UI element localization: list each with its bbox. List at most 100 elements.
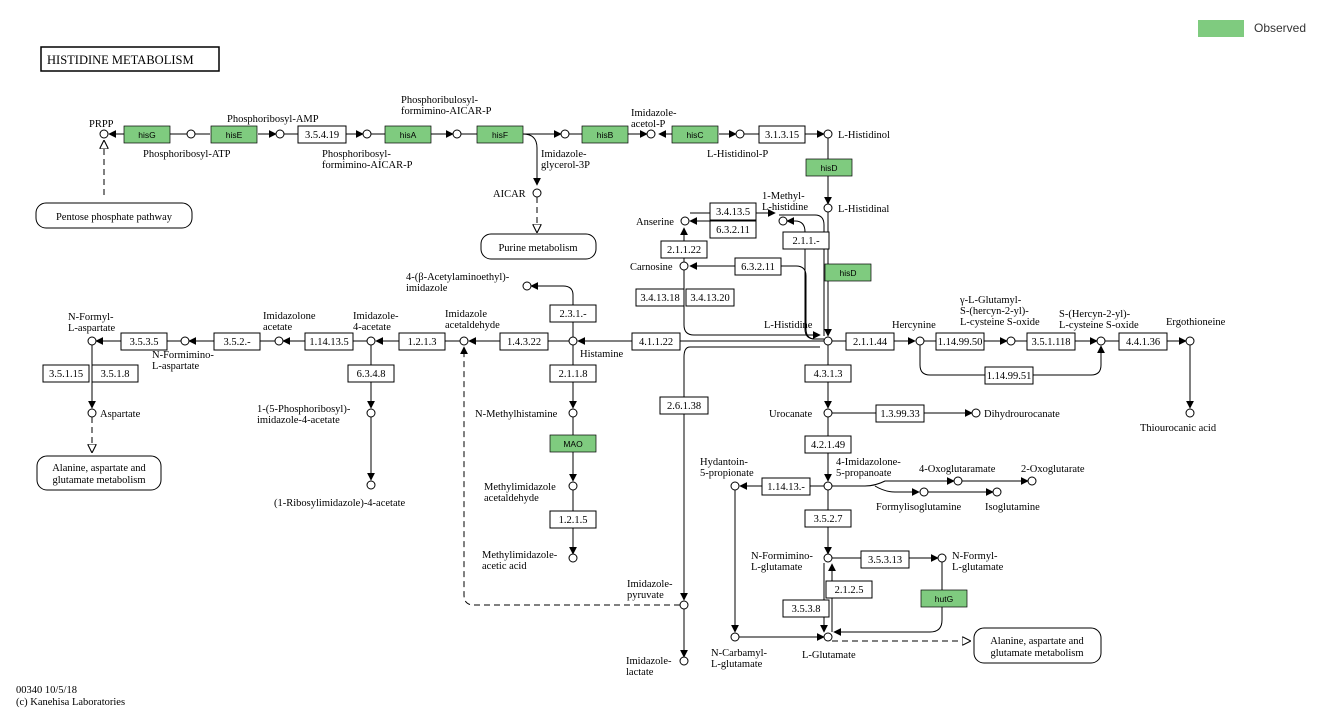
compound-aicar[interactable] [532, 188, 542, 198]
compound-imidazole-acetaldehyde[interactable] [459, 336, 469, 346]
compound-urocanate[interactable] [823, 408, 833, 418]
ec-2-1-1-44[interactable]: 2.1.1.44 [845, 332, 895, 351]
compound-prpp[interactable] [99, 129, 109, 139]
compound-histidinal[interactable] [823, 203, 833, 213]
ec-3-1-3-15[interactable]: 3.1.3.15 [758, 125, 806, 144]
compound-glutamate[interactable] [823, 632, 833, 642]
compound-formylisoglutamine[interactable] [919, 487, 929, 497]
compound-nodes [87, 129, 1195, 666]
ec-6-3-2-11-a[interactable]: 6.3.2.11 [709, 220, 757, 239]
ec-4-4-1-36[interactable]: 4.4.1.36 [1118, 332, 1168, 351]
compound-imidazole-lactate[interactable] [679, 656, 689, 666]
compound-hydantoin-propionate[interactable] [730, 481, 740, 491]
ec-1-2-1-3[interactable]: 1.2.1.3 [398, 332, 446, 351]
ec-6-3-4-8[interactable]: 6.3.4.8 [347, 364, 395, 383]
gene-hisB[interactable]: hisB [581, 125, 629, 144]
compound-dihydrourocanate[interactable] [971, 408, 981, 418]
compound-methylimidazole-acetaldehyde[interactable] [568, 481, 578, 491]
compound-phosphoribulosyl-formimino[interactable] [452, 129, 462, 139]
ec-3-4-13-5[interactable]: 3.4.13.5 [709, 202, 757, 221]
ec-4-1-1-22[interactable]: 4.1.1.22 [631, 332, 681, 351]
compound-imidazolone-propanoate[interactable] [823, 481, 833, 491]
ec-2-3-1-x[interactable]: 2.3.1.- [549, 304, 597, 323]
compound-imidazole-pyruvate[interactable] [679, 600, 689, 610]
ec-3-5-3-13[interactable]: 3.5.3.13 [860, 550, 910, 569]
compound-oxoglutarate[interactable] [1027, 476, 1037, 486]
compound-thiourocanic-acid[interactable] [1185, 408, 1195, 418]
map-link-alanine-aspartate-right[interactable]: Alanine, aspartate and glutamate metabol… [973, 627, 1102, 664]
compound-histidinol[interactable] [823, 129, 833, 139]
compound-histidine[interactable] [823, 336, 833, 346]
ec-1-3-99-33[interactable]: 1.3.99.33 [875, 404, 925, 423]
compound-formimino-glutamate[interactable] [823, 553, 833, 563]
compound-formyl-glutamate[interactable] [937, 553, 947, 563]
compound-hercynine[interactable] [915, 336, 925, 346]
ec-3-5-1-118[interactable]: 3.5.1.118 [1026, 332, 1076, 351]
compound-imidazole-glycerol-3p[interactable] [560, 129, 570, 139]
ec-3-5-4-19[interactable]: 3.5.4.19 [297, 125, 347, 144]
compound-phosphoribosyl-formimino[interactable] [362, 129, 372, 139]
compound-imidazole-acetol-p[interactable] [646, 129, 656, 139]
compound-imidazolone-acetate[interactable] [274, 336, 284, 346]
ec-1-4-3-22[interactable]: 1.4.3.22 [499, 332, 549, 351]
compound-methyl-histidine[interactable] [778, 216, 788, 226]
ec-1-2-1-5[interactable]: 1.2.1.5 [549, 510, 597, 529]
ec-1-14-13-5[interactable]: 1.14.13.5 [304, 332, 354, 351]
compound-histamine[interactable] [568, 336, 578, 346]
gene-MAO[interactable]: MAO [549, 434, 597, 453]
ec-3-5-2-7[interactable]: 3.5.2.7 [804, 509, 852, 528]
ec-3-4-13-18[interactable]: 3.4.13.18 [635, 288, 685, 307]
label-formyl-aspartate-1: N-Formyl- [68, 312, 114, 323]
ec-1-14-99-50[interactable]: 1.14.99.50 [935, 332, 985, 351]
map-link-alanine-aspartate-left[interactable]: Alanine, aspartate and glutamate metabol… [36, 455, 162, 491]
label-methylimidazole-acetic-2: acetic acid [482, 561, 527, 572]
ec-2-1-1-x[interactable]: 2.1.1.- [782, 231, 830, 250]
gene-hisC[interactable]: hisC [671, 125, 719, 144]
compound-formimino-aspartate[interactable] [180, 336, 190, 346]
compound-phosphoribosyl-imidazole-acetate[interactable] [366, 408, 376, 418]
compound-phosphoribosyl-atp[interactable] [186, 129, 196, 139]
compound-methylhistamine[interactable] [568, 408, 578, 418]
compound-acetylaminoethyl-imidazole[interactable] [522, 281, 532, 291]
compound-carbamyl-glutamate[interactable] [730, 632, 740, 642]
compound-oxoglutaramate[interactable] [953, 476, 963, 486]
ec-4-2-1-49[interactable]: 4.2.1.49 [804, 435, 852, 454]
map-link-purine-metabolism[interactable]: Purine metabolism [480, 233, 597, 260]
compound-aspartate[interactable] [87, 408, 97, 418]
compound-carnosine[interactable] [679, 261, 689, 271]
label-imidazolone-acetate-2: acetate [263, 322, 292, 333]
ec-2-1-1-22[interactable]: 2.1.1.22 [660, 240, 708, 259]
gene-hutG[interactable]: hutG [920, 589, 968, 608]
compound-isoglutamine[interactable] [992, 487, 1002, 497]
gene-hisD-1[interactable]: hisD [805, 158, 853, 177]
ec-3-5-1-8[interactable]: 3.5.1.8 [91, 364, 139, 383]
ec-3-5-3-5[interactable]: 3.5.3.5 [120, 332, 168, 351]
gene-hisF[interactable]: hisF [476, 125, 524, 144]
ec-3-5-3-8[interactable]: 3.5.3.8 [782, 599, 830, 618]
compound-histidinol-p[interactable] [735, 129, 745, 139]
map-link-pentose-phosphate[interactable]: Pentose phosphate pathway [35, 202, 193, 229]
ec-2-1-2-5[interactable]: 2.1.2.5 [825, 580, 873, 599]
compound-anserine[interactable] [680, 216, 690, 226]
ec-1-14-13-x[interactable]: 1.14.13.- [761, 477, 811, 496]
gene-hisE[interactable]: hisE [210, 125, 258, 144]
compound-ribosylimidazole-acetate[interactable] [366, 480, 376, 490]
gene-hisG[interactable]: hisG [123, 125, 171, 144]
compound-ergothioneine[interactable] [1185, 336, 1195, 346]
ec-4-3-1-3[interactable]: 4.3.1.3 [804, 364, 852, 383]
gene-hisA[interactable]: hisA [384, 125, 432, 144]
ec-1-14-99-51[interactable]: 1.14.99.51 [984, 366, 1034, 385]
ec-2-6-1-38[interactable]: 2.6.1.38 [659, 396, 709, 415]
ec-6-3-2-11-b[interactable]: 6.3.2.11 [734, 257, 782, 276]
ec-3-5-2-x[interactable]: 3.5.2.- [213, 332, 261, 351]
compound-formyl-aspartate[interactable] [87, 336, 97, 346]
compound-glutamyl-hercynyl-cysteine[interactable] [1006, 336, 1016, 346]
compound-imidazole-4-acetate[interactable] [366, 336, 376, 346]
compound-hercynyl-cysteine[interactable] [1096, 336, 1106, 346]
compound-phosphoribosyl-amp[interactable] [275, 129, 285, 139]
gene-hisD-2[interactable]: hisD [824, 263, 872, 282]
ec-3-5-1-15[interactable]: 3.5.1.15 [42, 364, 90, 383]
compound-methylimidazole-acetic-acid[interactable] [568, 553, 578, 563]
ec-3-4-13-20[interactable]: 3.4.13.20 [685, 288, 735, 307]
ec-2-1-1-8[interactable]: 2.1.1.8 [549, 364, 597, 383]
